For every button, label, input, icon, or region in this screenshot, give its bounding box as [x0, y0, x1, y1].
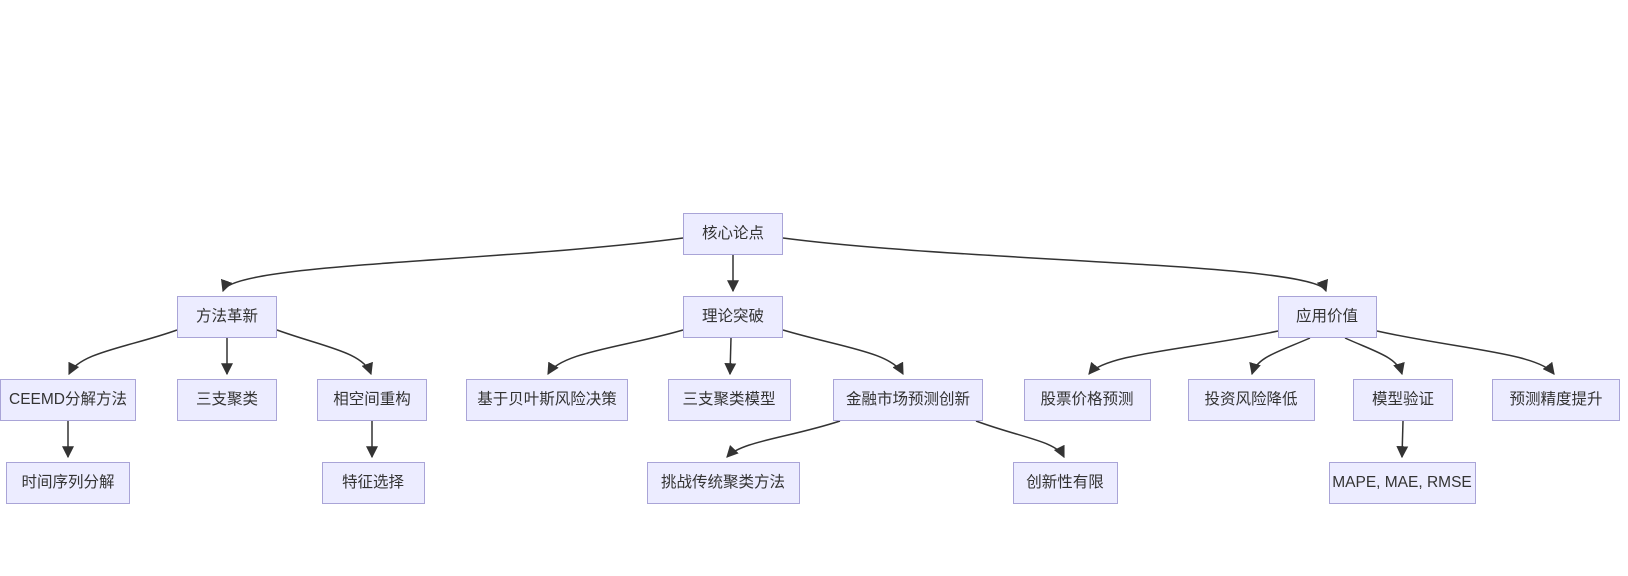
node-label: 基于贝叶斯风险决策	[477, 391, 617, 409]
node-label: 预测精度提升	[1509, 391, 1603, 409]
node-label: 特征选择	[341, 474, 404, 492]
node-label: 核心论点	[701, 225, 764, 243]
node-label: MAPE, MAE, RMSE	[1332, 474, 1472, 492]
node-three-way-clustering: 三支聚类	[177, 379, 277, 421]
node-stock-price-prediction: 股票价格预测	[1023, 379, 1151, 421]
node-label: 投资风险降低	[1204, 391, 1298, 409]
edge-application-value-to-model-validation	[1344, 337, 1405, 376]
node-mape-mae-rmse: MAPE, MAE, RMSE	[1328, 462, 1476, 504]
node-label: 理论突破	[701, 308, 764, 326]
edge-financial-market-prediction-to-challenge-traditional-clustering	[726, 420, 841, 458]
node-ceemd-decomposition: CEEMD分解方法	[0, 379, 136, 421]
node-theory-breakthrough: 理论突破	[683, 296, 783, 338]
edge-application-value-to-stock-price-prediction	[1088, 330, 1279, 375]
node-label: 时间序列分解	[21, 474, 115, 492]
node-feature-selection: 特征选择	[321, 462, 425, 504]
edge-application-value-to-investment-risk-reduction	[1249, 337, 1311, 376]
edge-theory-breakthrough-to-three-way-clustering-model	[724, 337, 737, 376]
edge-application-value-to-prediction-accuracy-improvement	[1376, 330, 1555, 375]
node-label: 金融市场预测创新	[845, 391, 970, 409]
node-phase-space-reconstruction: 相空间重构	[317, 379, 427, 421]
node-challenge-traditional-clustering: 挑战传统聚类方法	[646, 462, 800, 504]
node-time-series-decomposition: 时间序列分解	[6, 462, 130, 504]
node-label: 三支聚类模型	[682, 391, 776, 409]
node-three-way-clustering-model: 三支聚类模型	[667, 379, 791, 421]
node-label: 方法革新	[195, 308, 258, 326]
edge-model-validation-to-mape-mae-rmse	[1396, 420, 1409, 459]
node-financial-market-prediction: 金融市场预测创新	[833, 379, 983, 421]
edge-core-thesis-to-method-innovation	[221, 237, 684, 293]
node-prediction-accuracy-improvement: 预测精度提升	[1492, 379, 1620, 421]
node-label: 应用价值	[1295, 308, 1358, 326]
node-label: 模型验证	[1371, 391, 1434, 409]
node-investment-risk-reduction: 投资风险降低	[1187, 379, 1315, 421]
node-model-validation: 模型验证	[1353, 379, 1453, 421]
node-limited-innovation: 创新性有限	[1012, 462, 1118, 504]
node-label: 相空间重构	[333, 391, 411, 409]
node-method-innovation: 方法革新	[177, 296, 277, 338]
node-label: 创新性有限	[1026, 474, 1104, 492]
node-application-value: 应用价值	[1277, 296, 1377, 338]
node-label: 三支聚类	[195, 391, 258, 409]
edge-theory-breakthrough-to-bayes-risk-decision	[547, 329, 684, 376]
node-core-thesis: 核心论点	[683, 213, 783, 255]
edge-core-thesis-to-application-value	[782, 237, 1328, 293]
edge-financial-market-prediction-to-limited-innovation	[975, 420, 1065, 459]
node-bayes-risk-decision: 基于贝叶斯风险决策	[466, 379, 628, 421]
edge-method-innovation-to-phase-space-reconstruction	[276, 329, 373, 376]
node-label: CEEMD分解方法	[9, 391, 127, 409]
node-label: 挑战传统聚类方法	[660, 474, 785, 492]
edge-method-innovation-to-ceemd-decomposition	[68, 329, 178, 376]
node-label: 股票价格预测	[1040, 391, 1134, 409]
edge-theory-breakthrough-to-financial-market-prediction	[782, 329, 904, 376]
